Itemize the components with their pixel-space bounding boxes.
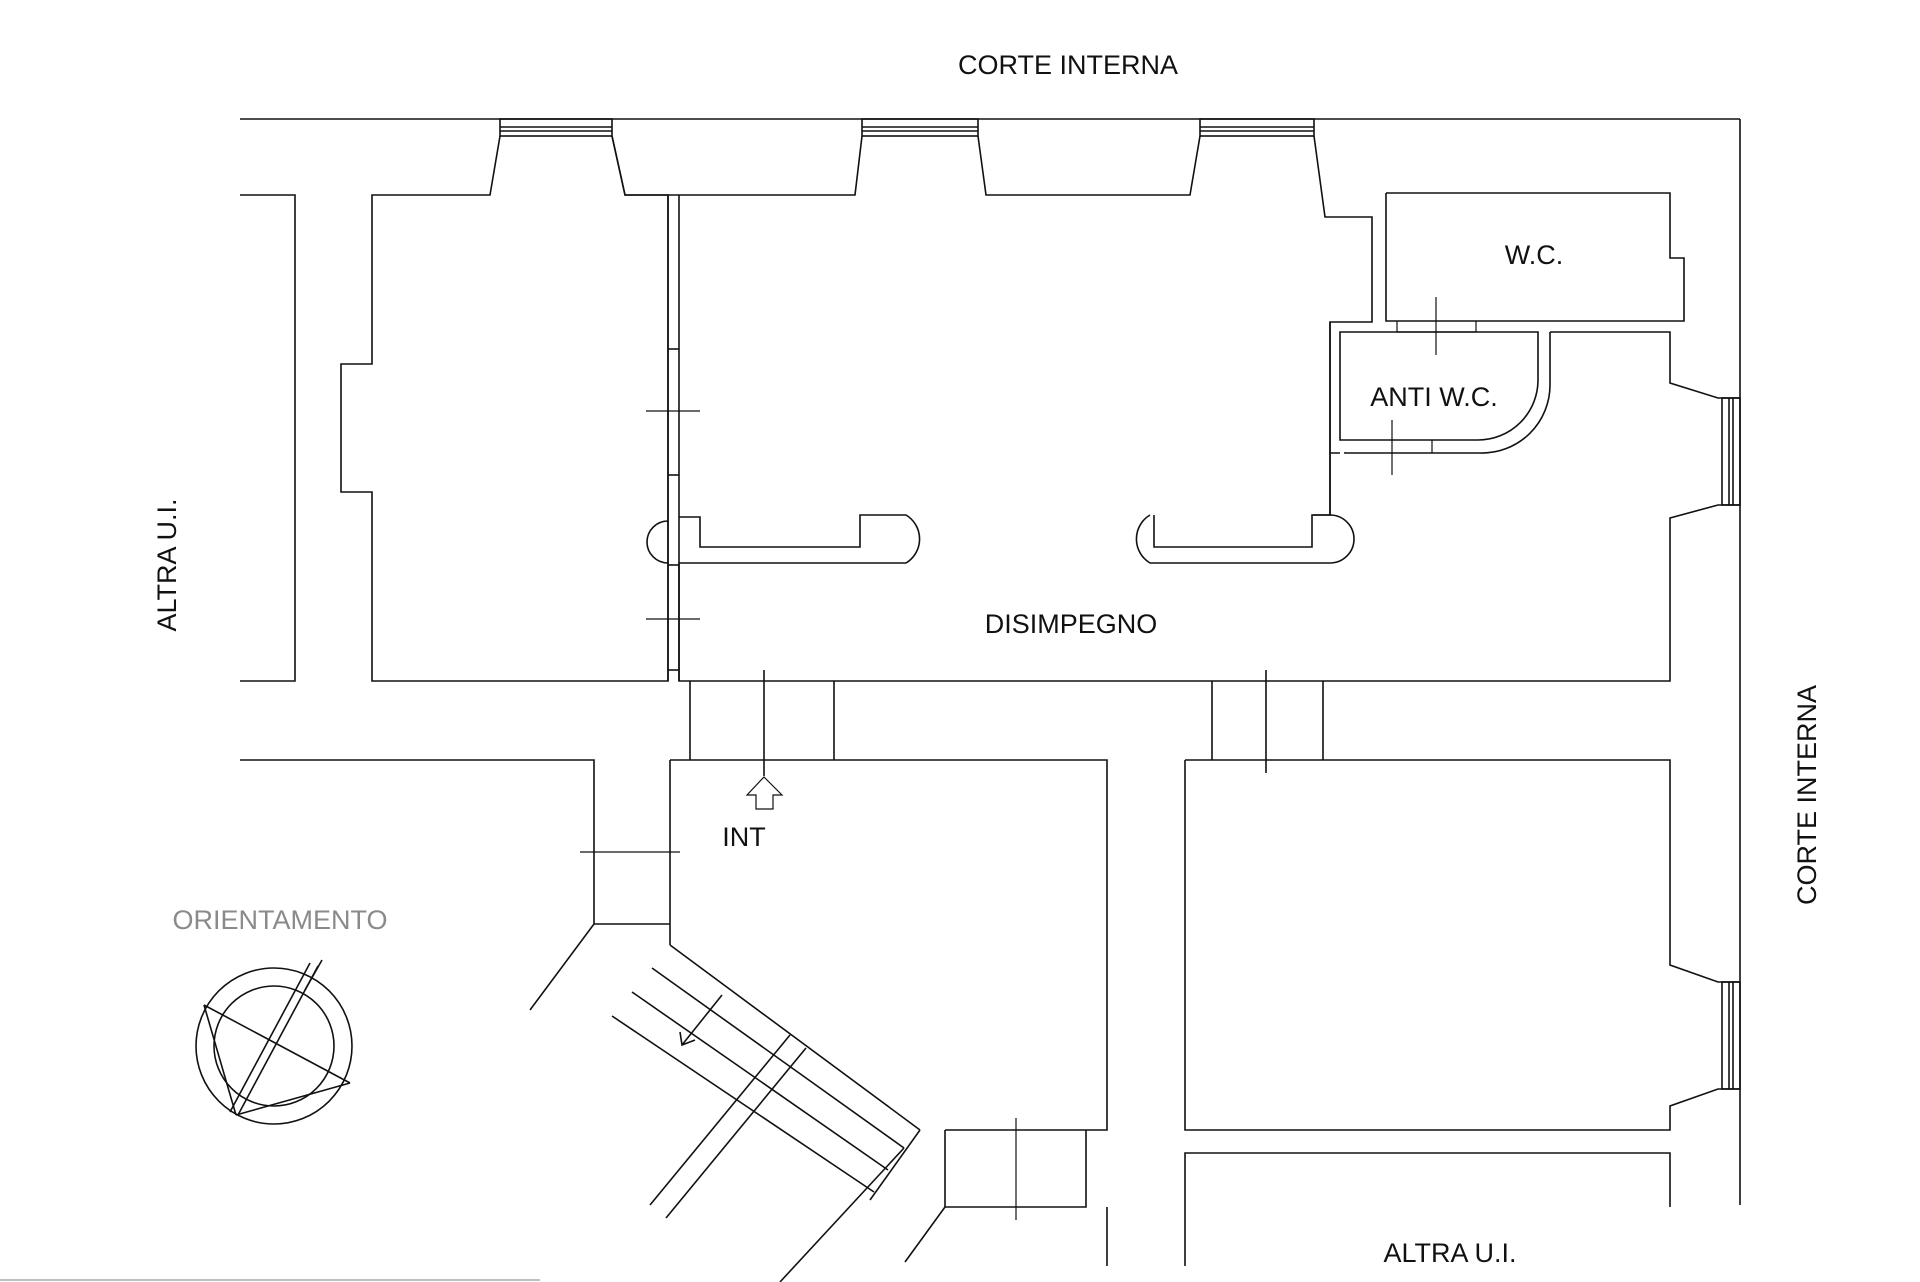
- arch-column-right: [1135, 514, 1355, 564]
- stair: [611, 944, 921, 1282]
- landing-wall: [240, 759, 595, 1011]
- compass-icon: [195, 959, 353, 1125]
- left-room-wall: [340, 135, 669, 682]
- main-room-wall-2: [977, 135, 1201, 196]
- main-room-wall-3: [1313, 135, 1373, 516]
- bottom-unit-wall: [1184, 1152, 1671, 1266]
- left-unit-wall: [240, 194, 296, 682]
- entrance-arrow-icon: [745, 776, 784, 810]
- arch-column-left: [646, 514, 921, 564]
- top-windows: [499, 118, 1315, 137]
- label-orientation: ORIENTAMENTO: [172, 905, 387, 935]
- entrance-room-wall: [670, 759, 1108, 1131]
- label-left-unit: ALTRA U.I.: [152, 498, 182, 631]
- right-windows: [1721, 397, 1741, 1090]
- label-anti-wc: ANTI W.C.: [1370, 382, 1498, 412]
- label-bottom-unit: ALTRA U.I.: [1383, 1238, 1516, 1268]
- entrance-doorway: [689, 670, 835, 776]
- label-top-court: CORTE INTERNA: [958, 50, 1178, 80]
- entrance-room-bottom: [904, 1206, 946, 1263]
- label-hallway: DISIMPEGNO: [985, 609, 1158, 639]
- hallway-right-wall: [1550, 331, 1740, 399]
- lower-right-doorway: [1211, 670, 1324, 773]
- wc-wall: [1385, 192, 1685, 322]
- label-wc: W.C.: [1505, 240, 1564, 270]
- main-room-wall: [611, 135, 863, 196]
- anti-wc-wall: [1339, 331, 1539, 441]
- hallway-wall: [678, 504, 1740, 682]
- outer-walls: [240, 118, 1741, 1205]
- label-right-court: CORTE INTERNA: [1792, 685, 1822, 905]
- anti-wc-outer: [1329, 322, 1551, 515]
- partition-wall: [667, 195, 680, 681]
- lower-right-room-wall-2: [1184, 760, 1740, 1131]
- lower-right-room-wall: [1185, 759, 1740, 983]
- label-entrance: INT: [722, 822, 766, 852]
- stair-arrow-icon: [679, 994, 723, 1047]
